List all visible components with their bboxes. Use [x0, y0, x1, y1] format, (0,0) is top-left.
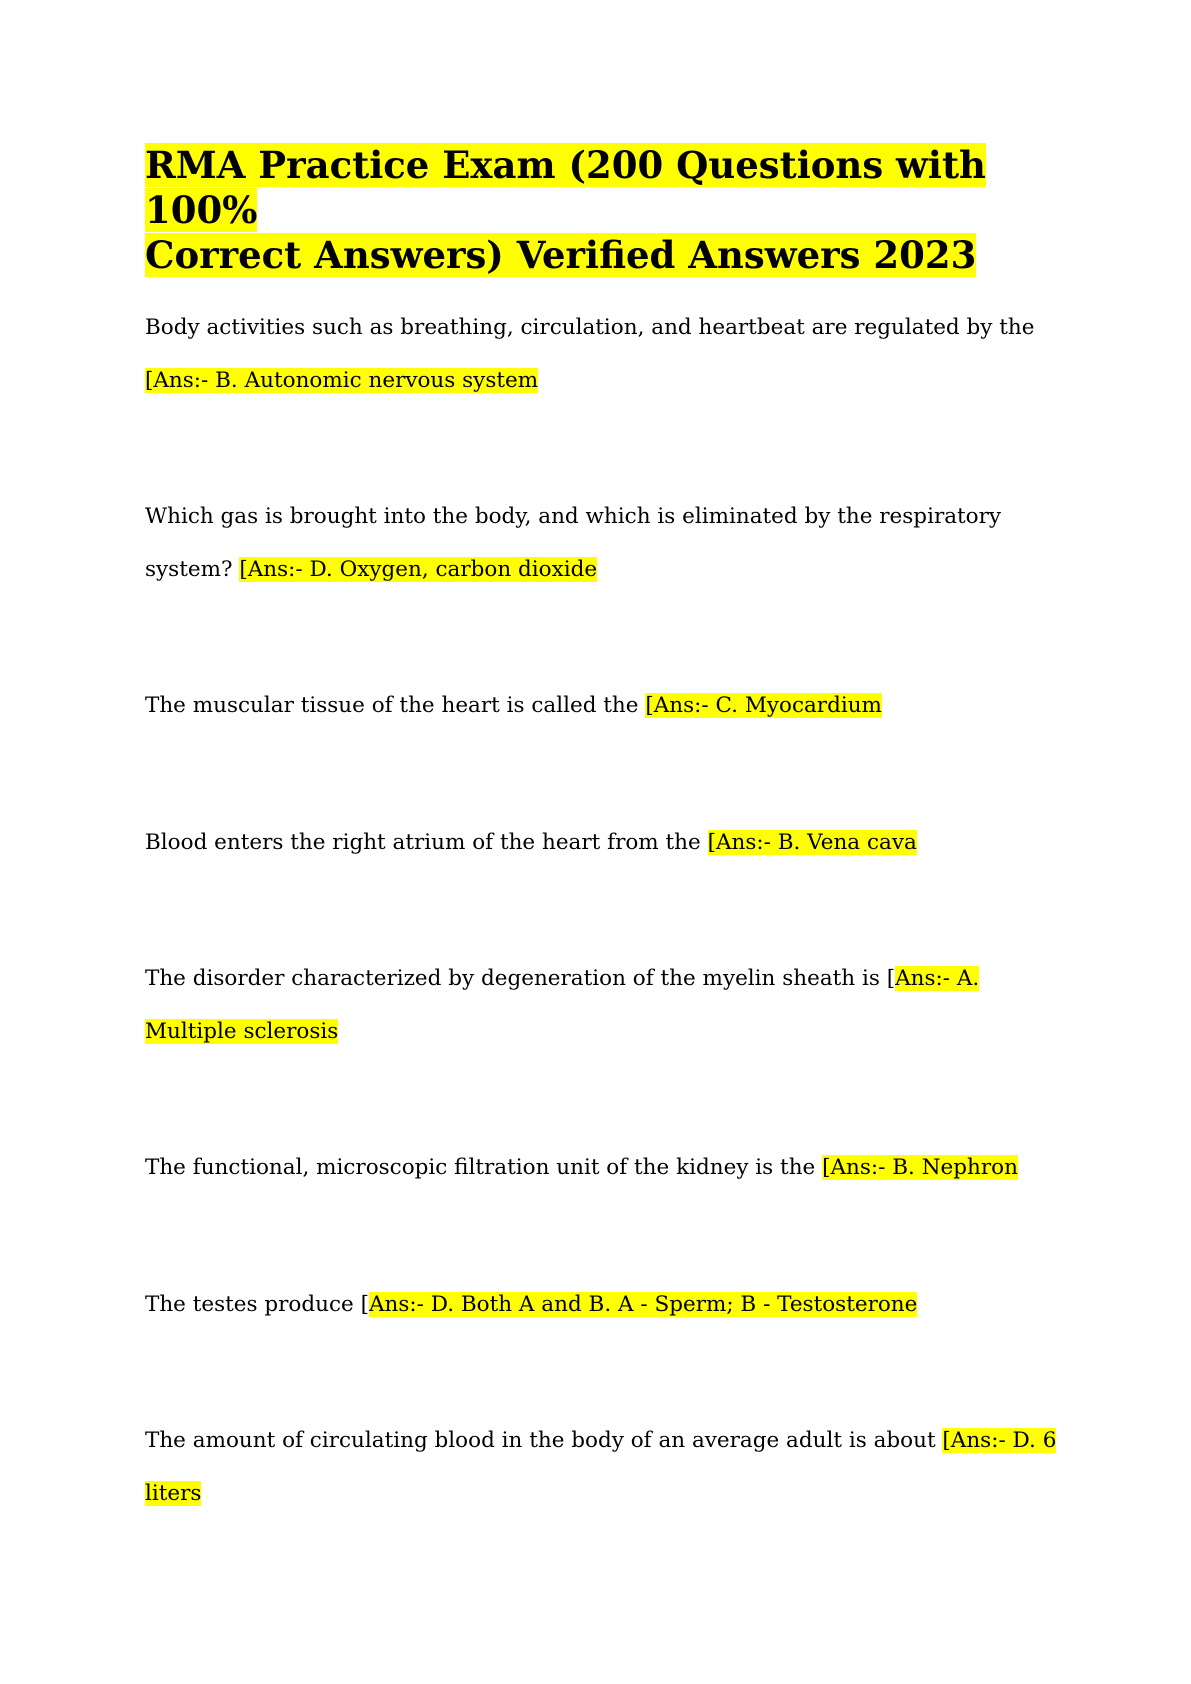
- question-text: Which gas is brought into the body, and …: [145, 504, 1002, 582]
- question-text: The muscular tissue of the heart is call…: [145, 693, 646, 718]
- question-item: The muscular tissue of the heart is call…: [145, 680, 1065, 733]
- answer-highlight: [Ans:- B. Vena cava: [707, 830, 917, 855]
- question-text: Blood enters the right atrium of the hea…: [145, 830, 708, 855]
- question-item: The amount of circulating blood in the b…: [145, 1415, 1065, 1520]
- answer-highlight: [Ans:- D. Oxygen, carbon dioxide: [239, 556, 598, 582]
- question-text: The functional, microscopic filtration u…: [145, 1155, 823, 1180]
- question-text: The testes produce [: [145, 1292, 369, 1317]
- question-item: The functional, microscopic filtration u…: [145, 1142, 1065, 1195]
- document-title: RMA Practice Exam (200 Questions with 10…: [145, 143, 1025, 278]
- answer-highlight: [Ans:- B. Autonomic nervous system: [145, 367, 539, 393]
- question-item: Which gas is brought into the body, and …: [145, 491, 1065, 596]
- answer-highlight: [Ans:- B. Nephron: [822, 1155, 1018, 1180]
- title-line-2: Correct Answers) Verified Answers 2023: [145, 233, 977, 277]
- question-item: Body activities such as breathing, circu…: [145, 302, 1065, 407]
- question-item: The disorder characterized by degenerati…: [145, 953, 1065, 1058]
- question-text: Body activities such as breathing, circu…: [145, 315, 1035, 340]
- answer-highlight: [Ans:- C. Myocardium: [645, 693, 882, 718]
- title-line-1: RMA Practice Exam (200 Questions with 10…: [145, 143, 986, 232]
- question-text: The disorder characterized by degenerati…: [145, 966, 896, 991]
- question-text: The amount of circulating blood in the b…: [145, 1428, 943, 1453]
- question-item: The testes produce [Ans:- D. Both A and …: [145, 1279, 1065, 1332]
- question-item: Blood enters the right atrium of the hea…: [145, 817, 1065, 870]
- answer-highlight: Ans:- D. Both A and B. A - Sperm; B - Te…: [368, 1292, 918, 1317]
